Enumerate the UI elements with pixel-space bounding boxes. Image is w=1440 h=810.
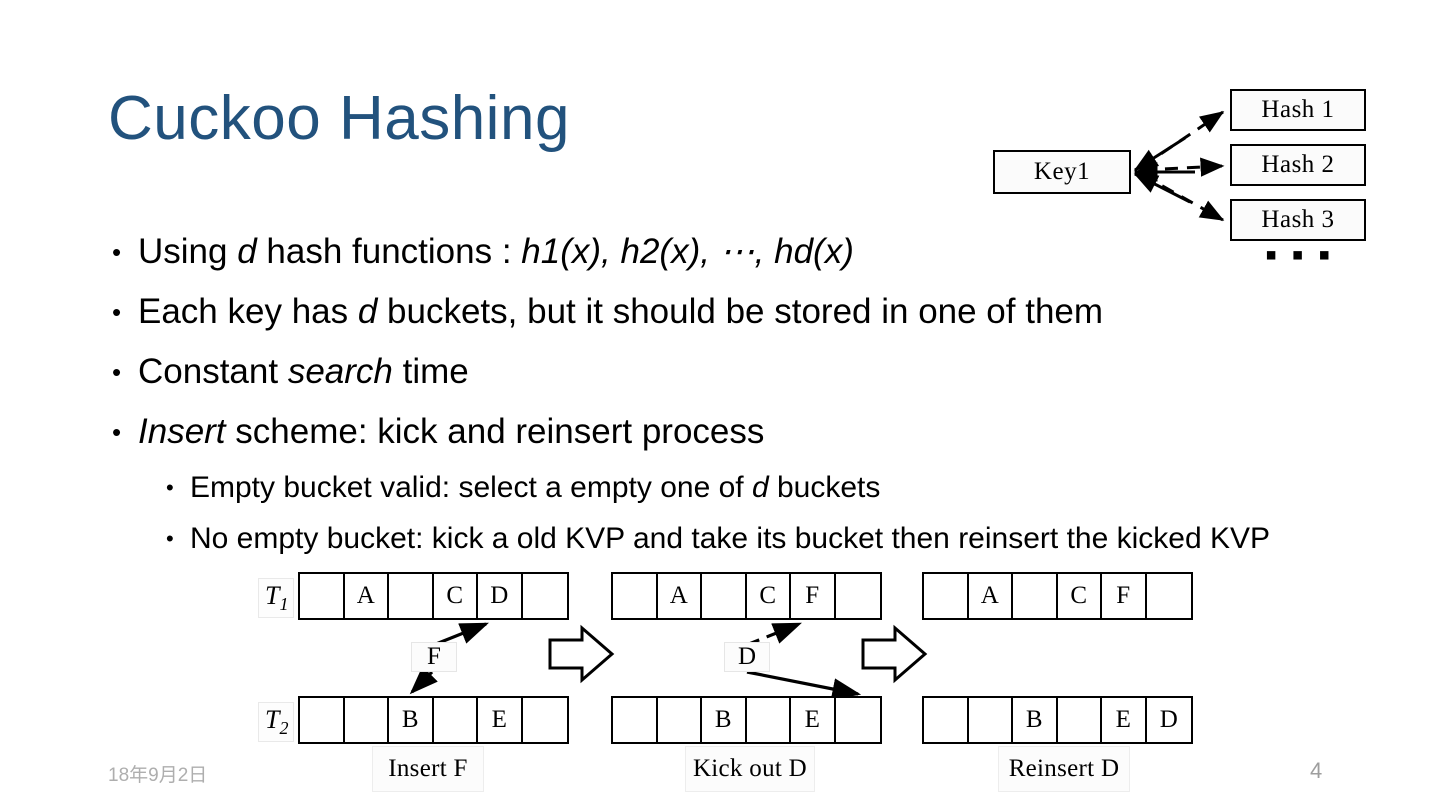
bucket-cell[interactable] xyxy=(523,574,568,618)
bullet-text-segment: buckets xyxy=(768,471,881,504)
bullet-marker-icon: • xyxy=(112,417,122,447)
bucket-cell[interactable]: C xyxy=(1058,574,1102,618)
bucket-row-t1-step3: A C F xyxy=(922,572,1193,620)
bullet-text-segment: time xyxy=(392,352,469,391)
bucket-row-t1-step2: A C F xyxy=(611,572,882,620)
bucket-cell[interactable] xyxy=(836,698,881,742)
bucket-cell[interactable] xyxy=(613,574,658,618)
bucket-cell[interactable]: C xyxy=(434,574,478,618)
bullet-marker-icon: • xyxy=(112,357,122,387)
bucket-cell[interactable] xyxy=(1147,574,1192,618)
hash-2-box[interactable]: Hash 2 xyxy=(1230,144,1366,186)
bullet-marker-icon: • xyxy=(166,526,174,551)
table-label-t2: T2 xyxy=(258,702,295,743)
page-number: 4 xyxy=(1310,758,1323,783)
bullet-item-using-d-hash-functions: • Using d hash functions : h1(x), h2(x),… xyxy=(108,222,1328,282)
hash-diagram-arrows xyxy=(1133,110,1225,222)
bucket-cell[interactable] xyxy=(747,698,791,742)
bullet-text-segment: Empty bucket valid: select a empty one o… xyxy=(190,471,752,504)
bullet-marker-icon: • xyxy=(112,297,122,327)
step-caption-insert-f: Insert F xyxy=(372,746,484,792)
bullet-text-segment: Constant xyxy=(138,352,288,391)
bullet-text-segment-italic: d xyxy=(357,292,378,331)
bucket-cell[interactable]: E xyxy=(791,698,836,742)
bucket-cell[interactable]: B xyxy=(389,698,434,742)
sub-bullet-item-empty-bucket-valid: • Empty bucket valid: select a empty one… xyxy=(108,462,1328,513)
table-label-t1-text: T xyxy=(265,581,280,610)
bucket-cell[interactable]: A xyxy=(658,574,702,618)
bucket-cell[interactable]: D xyxy=(478,574,523,618)
table-label-t1-subscript: 1 xyxy=(279,594,289,615)
bucket-cell[interactable] xyxy=(434,698,478,742)
bucket-cell[interactable] xyxy=(924,574,969,618)
bullet-text-segment: buckets, but it should be stored in one … xyxy=(377,292,1104,331)
table-label-t2-text: T xyxy=(265,705,280,734)
bucket-cell[interactable] xyxy=(345,698,389,742)
bucket-cell[interactable] xyxy=(836,574,881,618)
hash-1-box[interactable]: Hash 1 xyxy=(1230,89,1366,131)
bucket-cell[interactable]: A xyxy=(345,574,389,618)
bucket-cell[interactable] xyxy=(969,698,1013,742)
bucket-cell[interactable] xyxy=(1058,698,1102,742)
step-caption-reinsert-d: Reinsert D xyxy=(998,746,1130,792)
bullet-list: • Using d hash functions : h1(x), h2(x),… xyxy=(108,222,1328,564)
hash-3-box[interactable]: Hash 3 xyxy=(1230,199,1366,241)
bullet-text-segment-italic: h1(x), h2(x), ⋯, hd(x) xyxy=(521,232,854,271)
bullet-text-segment-italic: search xyxy=(287,352,393,391)
bucket-cell[interactable] xyxy=(300,698,345,742)
bucket-cell[interactable]: E xyxy=(1102,698,1147,742)
bucket-cell[interactable] xyxy=(702,574,747,618)
step-caption-kick-out-d: Kick out D xyxy=(685,746,815,792)
bucket-cell[interactable] xyxy=(658,698,702,742)
bucket-cell[interactable] xyxy=(924,698,969,742)
bullet-item-insert-scheme: • Insert scheme: kick and reinsert proce… xyxy=(108,402,1328,462)
bullet-text-segment: No empty bucket: kick a old KVP and take… xyxy=(190,522,1270,555)
bucket-cell[interactable] xyxy=(300,574,345,618)
bullet-text-segment-italic: d xyxy=(751,471,769,504)
bucket-cell[interactable] xyxy=(523,698,568,742)
bullet-marker-icon: • xyxy=(112,237,122,267)
bullet-item-each-key-has-d-buckets: • Each key has d buckets, but it should … xyxy=(108,282,1328,342)
bucket-cell[interactable]: F xyxy=(791,574,836,618)
bullet-text-segment: hash functions : xyxy=(256,232,522,271)
bucket-cell[interactable] xyxy=(389,574,434,618)
bullet-text-segment: scheme: kick and reinsert process xyxy=(225,412,765,451)
cuckoo-hashing-steps-diagram: T1 T2 A C D B E F Insert F A C F B E D xyxy=(250,568,1210,800)
sub-bullet-item-no-empty-bucket: • No empty bucket: kick a old KVP and ta… xyxy=(108,513,1328,564)
table-label-t1: T1 xyxy=(258,578,295,619)
page-title: Cuckoo Hashing xyxy=(108,84,570,153)
bullet-text-segment: Using xyxy=(138,232,238,271)
bucket-cell[interactable] xyxy=(1013,574,1058,618)
bullet-text-segment-italic: d xyxy=(237,232,257,271)
bucket-cell[interactable]: D xyxy=(1159,706,1178,733)
bucket-cell[interactable]: A xyxy=(969,574,1013,618)
bucket-row-t2-step3: B E D xyxy=(922,696,1193,744)
bullet-item-constant-search-time: • Constant search time xyxy=(108,342,1328,402)
table-label-t2-subscript: 2 xyxy=(279,718,289,739)
bullet-text-segment-italic: Insert xyxy=(138,412,226,451)
bucket-cell[interactable]: F xyxy=(1102,574,1147,618)
hash-ellipsis-icon: ▪ ▪ ▪ xyxy=(1265,237,1334,274)
key1-box[interactable]: Key1 xyxy=(993,150,1131,194)
bucket-cell[interactable]: C xyxy=(747,574,791,618)
bucket-cell[interactable]: B xyxy=(1013,698,1058,742)
bucket-cell[interactable]: E xyxy=(478,698,523,742)
bucket-cell[interactable] xyxy=(613,698,658,742)
bullet-text-segment: Each key has xyxy=(138,292,358,331)
kvp-label-d: D xyxy=(724,642,770,672)
bucket-row-t2-step1: B E xyxy=(298,696,569,744)
hash-function-diagram: Key1 Hash 1 Hash 2 Hash 3 ▪ ▪ ▪ xyxy=(985,80,1385,290)
footer-date: 18年9月2日 xyxy=(108,765,208,786)
bucket-row-t1-step1: A C D xyxy=(298,572,569,620)
bucket-cell[interactable]: B xyxy=(702,698,747,742)
bullet-marker-icon: • xyxy=(166,475,174,500)
kvp-label-f: F xyxy=(411,642,457,672)
bucket-row-t2-step2: B E xyxy=(611,696,882,744)
